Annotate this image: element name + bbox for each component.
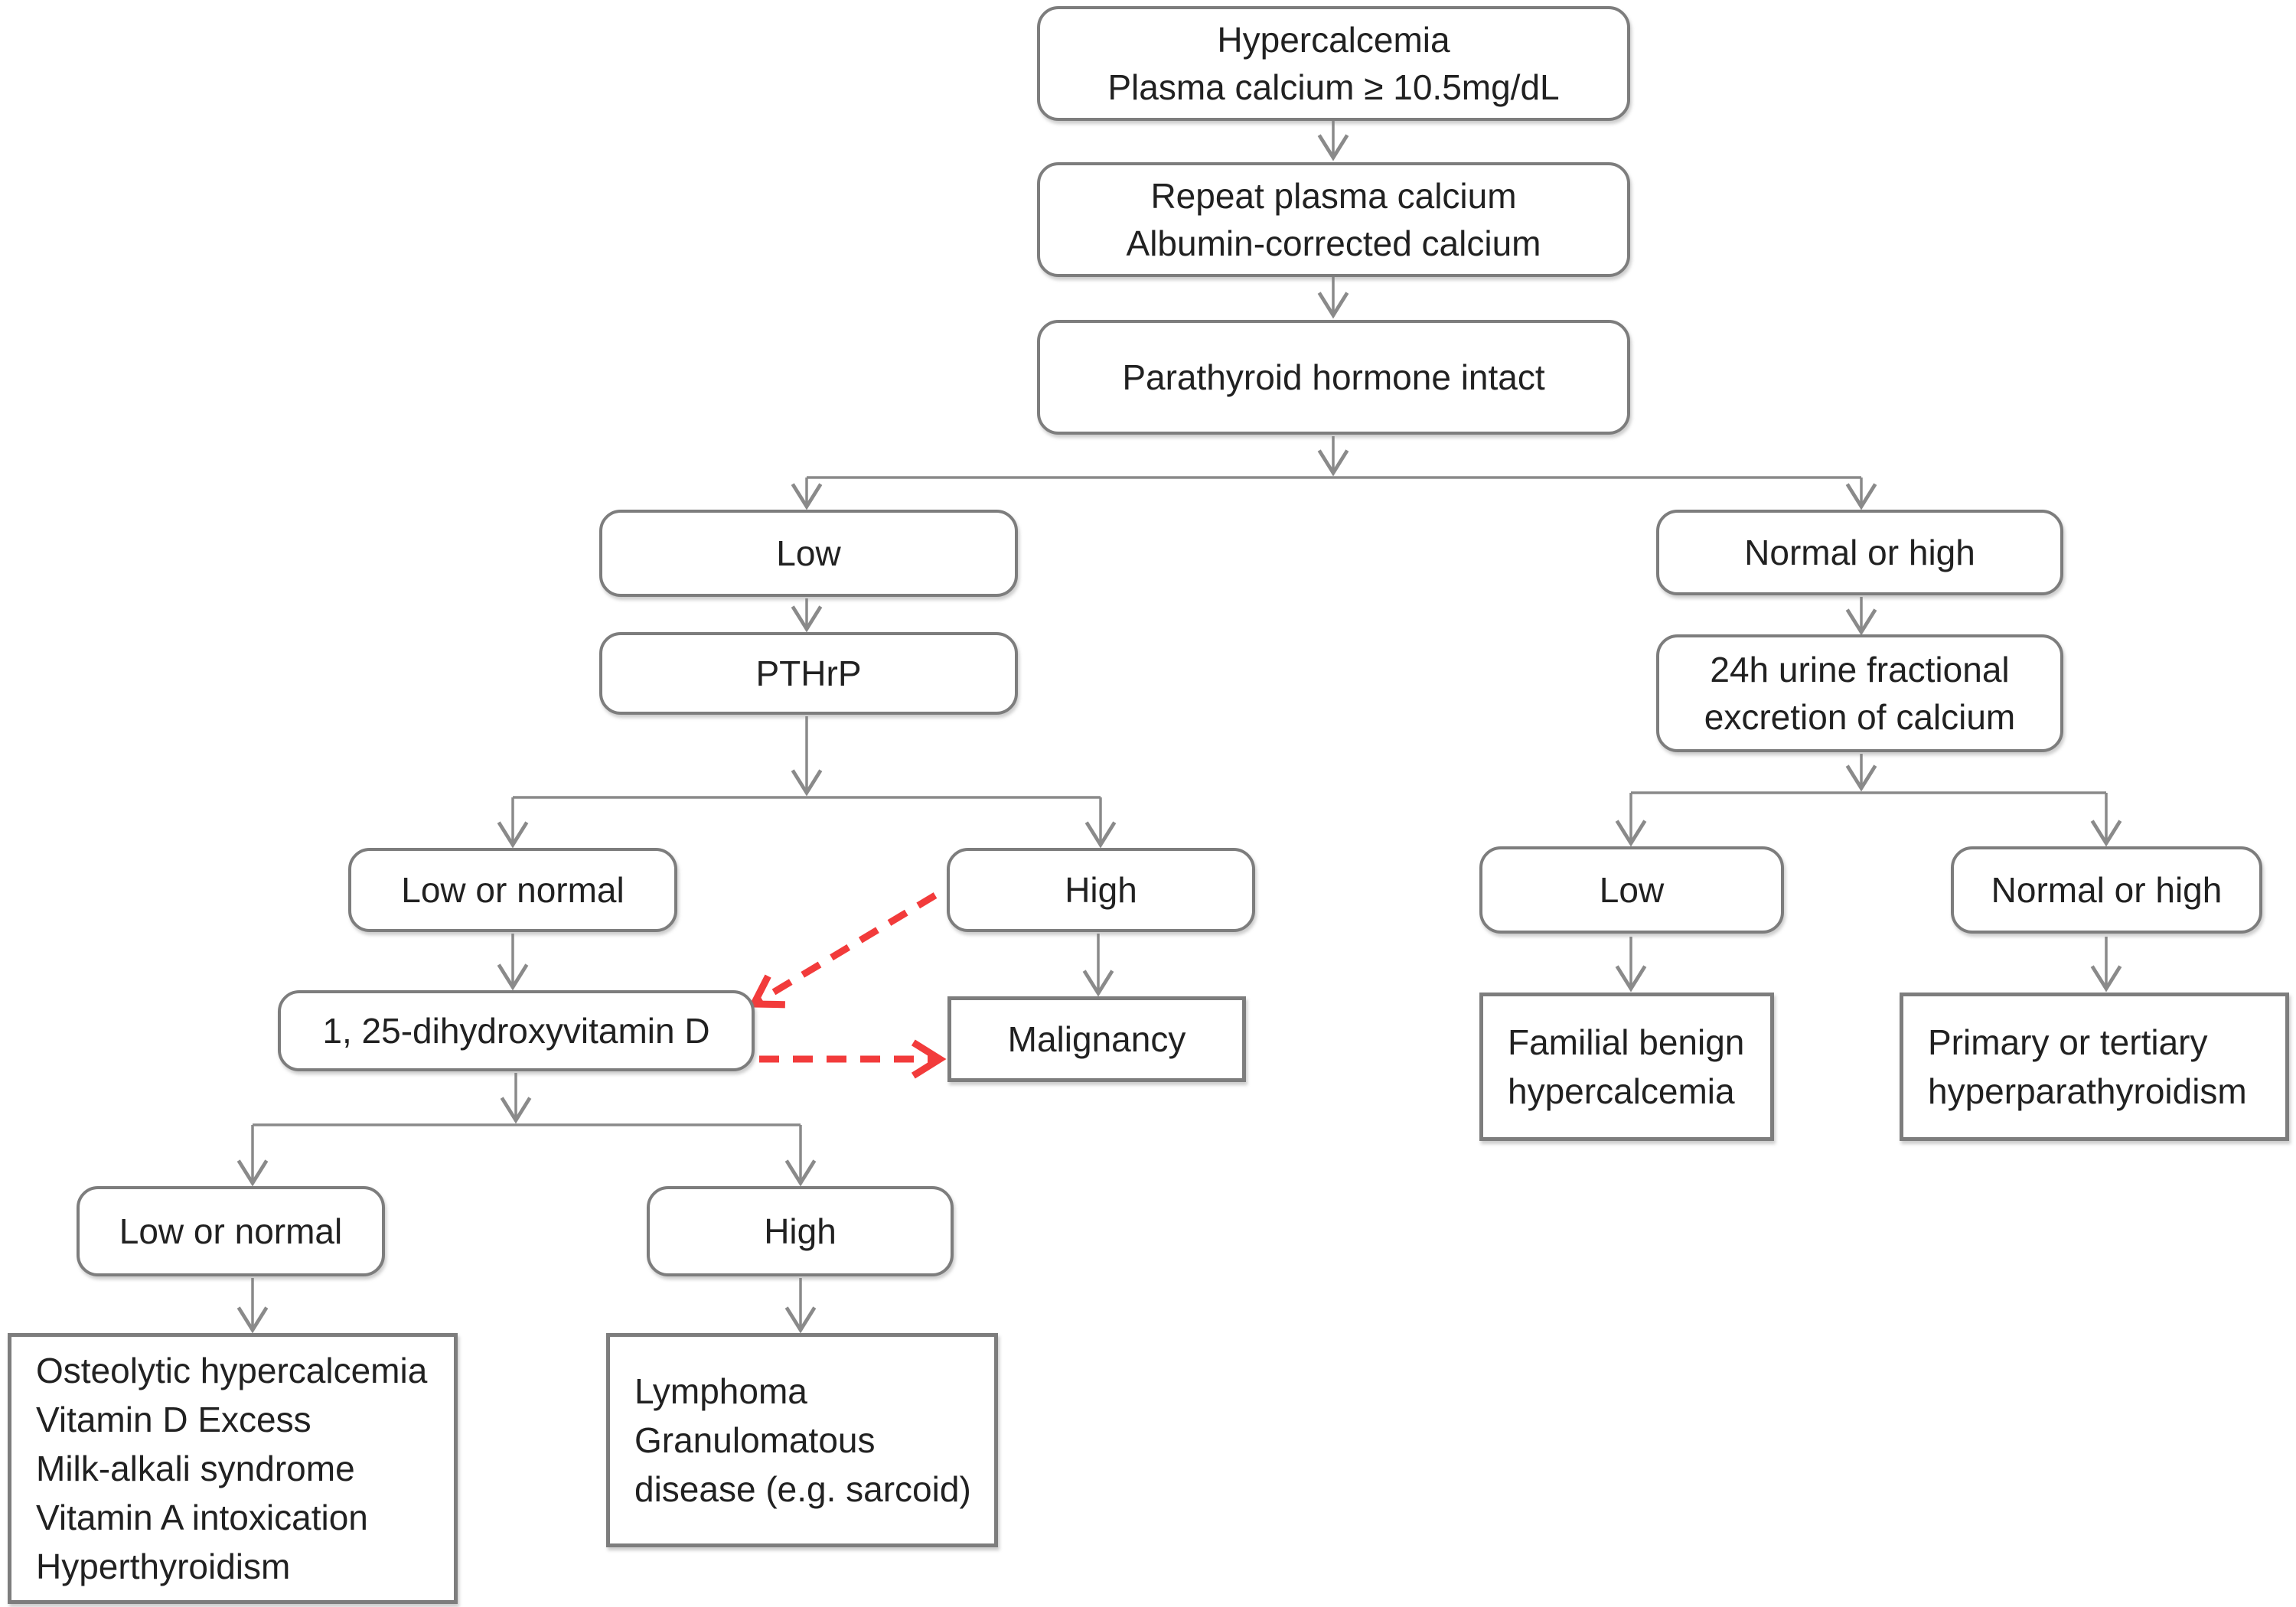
node-repeat-calcium-line1: Repeat plasma calcium (1150, 176, 1517, 216)
node-hypercalcemia: Hypercalcemia Plasma calcium ≥ 10.5mg/dL (1037, 6, 1630, 121)
node-vitd-high: High (647, 1186, 954, 1276)
node-urine-low: Low (1479, 846, 1784, 934)
node-urine-normal-or-high: Normal or high (1951, 846, 2262, 934)
node-hyperparathyroidism-line2: hyperparathyroidism (1928, 1071, 2247, 1111)
node-pthrp-high: High (947, 848, 1255, 932)
node-pth-low: Low (599, 510, 1018, 597)
node-urine-calcium: 24h urine fractional excretion of calciu… (1656, 634, 2063, 752)
node-lymphoma-line1: Lymphoma (634, 1371, 807, 1411)
node-repeat-calcium: Repeat plasma calcium Albumin-corrected … (1037, 162, 1630, 277)
node-pthrp: PTHrP (599, 632, 1018, 715)
node-urine-normal-or-high-label: Normal or high (1991, 870, 2223, 910)
edge-red-high-to-vitd (748, 892, 938, 1009)
node-lymphoma-group: Lymphoma Granulomatous disease (e.g. sar… (606, 1333, 998, 1547)
node-familial-line2: hypercalcemia (1508, 1071, 1735, 1111)
node-malignancy: Malignancy (947, 996, 1246, 1082)
node-urine-calcium-line1: 24h urine fractional (1710, 650, 2010, 689)
node-hypercalcemia-line1: Hypercalcemia (1217, 20, 1450, 60)
node-pth-intact-label: Parathyroid hormone intact (1122, 357, 1545, 397)
node-osteolytic-line1: Osteolytic hypercalcemia (36, 1351, 428, 1390)
node-pth-normal-or-high-label: Normal or high (1744, 533, 1975, 572)
node-vitamin-d-label: 1, 25-dihydroxyvitamin D (322, 1011, 710, 1051)
node-osteolytic-line5: Hyperthyroidism (36, 1547, 291, 1586)
node-familial: Familial benign hypercalcemia (1479, 993, 1774, 1141)
node-osteolytic-line4: Vitamin A intoxication (36, 1498, 368, 1537)
node-osteolytic-line3: Milk-alkali syndrome (36, 1449, 355, 1488)
node-pthrp-label: PTHrP (755, 654, 862, 693)
node-vitd-low-or-normal-label: Low or normal (119, 1211, 343, 1251)
node-familial-line1: Familial benign (1508, 1022, 1745, 1062)
node-osteolytic-line2: Vitamin D Excess (36, 1400, 311, 1439)
node-malignancy-label: Malignancy (1007, 1019, 1186, 1059)
node-lymphoma-line3: disease (e.g. sarcoid) (634, 1469, 971, 1509)
node-pthrp-low-or-normal: Low or normal (348, 848, 677, 932)
node-vitamin-d: 1, 25-dihydroxyvitamin D (278, 990, 755, 1071)
node-pth-low-label: Low (776, 533, 841, 573)
node-pth-intact: Parathyroid hormone intact (1037, 320, 1630, 435)
node-vitd-low-or-normal: Low or normal (77, 1186, 385, 1276)
node-vitd-high-label: High (764, 1211, 837, 1251)
node-hyperparathyroidism-line1: Primary or tertiary (1928, 1022, 2208, 1062)
node-urine-low-label: Low (1599, 870, 1665, 910)
node-hypercalcemia-line2: Plasma calcium ≥ 10.5mg/dL (1107, 67, 1560, 107)
node-hyperparathyroidism: Primary or tertiary hyperparathyroidism (1900, 993, 2289, 1141)
node-pthrp-high-label: High (1065, 870, 1137, 910)
node-lymphoma-line2: Granulomatous (634, 1420, 876, 1460)
node-urine-calcium-line2: excretion of calcium (1704, 697, 2016, 737)
node-osteolytic-group: Osteolytic hypercalcemia Vitamin D Exces… (8, 1333, 458, 1604)
node-repeat-calcium-line2: Albumin-corrected calcium (1126, 223, 1541, 263)
node-pthrp-low-or-normal-label: Low or normal (401, 870, 625, 910)
node-pth-normal-or-high: Normal or high (1656, 510, 2063, 595)
